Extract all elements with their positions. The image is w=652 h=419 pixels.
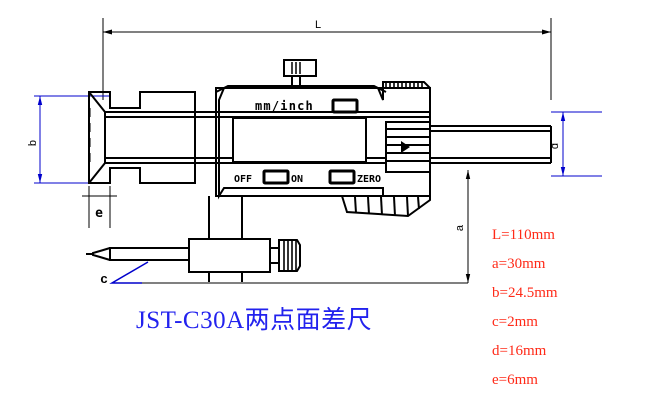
legend-item-a: a=30mm xyxy=(492,256,546,272)
legend-item-d: d=16mm xyxy=(492,343,547,359)
bottom-grip xyxy=(340,195,431,218)
product-title: JST-C30A两点面差尺 xyxy=(136,307,373,334)
locking-thumbscrew[interactable] xyxy=(278,239,301,272)
dimension-L: L xyxy=(102,18,552,100)
on-label: ON xyxy=(291,174,303,185)
left-jaw xyxy=(88,91,196,184)
roller-pointer-icon xyxy=(401,141,410,153)
dimension-a: a xyxy=(454,170,471,283)
lcd-screen xyxy=(232,117,367,163)
zero-label: ZERO xyxy=(357,174,381,185)
dimension-e: e xyxy=(82,186,117,228)
dimension-b: b xyxy=(27,95,110,184)
legend-item-c: c=2mm xyxy=(492,314,538,330)
zero-reset-button[interactable] xyxy=(328,169,356,185)
dimension-label-L: L xyxy=(315,19,321,31)
dimension-c: c xyxy=(100,261,149,286)
unit-label: mm/inch xyxy=(255,99,314,113)
thumb-roller[interactable] xyxy=(385,121,431,173)
legend-item-L: L=110mm xyxy=(492,227,555,243)
power-switch-button[interactable] xyxy=(262,169,290,185)
knurled-top-edge xyxy=(382,81,431,89)
dimension-d: d xyxy=(549,111,602,177)
dimension-label-d: d xyxy=(549,143,561,149)
probe-carrier-block xyxy=(188,238,301,273)
unit-toggle-button[interactable] xyxy=(331,98,359,114)
legend-item-e: e=6mm xyxy=(492,372,538,388)
dimension-label-c: c xyxy=(100,271,107,286)
legend-item-b: b=24.5mm xyxy=(492,285,558,301)
off-label: OFF xyxy=(234,174,252,185)
dimension-legend: L=110mm a=30mm b=24.5mm c=2mm d=16mm e=6… xyxy=(492,228,648,402)
dimension-label-e: e xyxy=(95,206,103,221)
dimension-label-b: b xyxy=(27,140,39,146)
top-adjust-knob[interactable] xyxy=(283,59,317,89)
probe-shaft xyxy=(86,247,190,261)
dimension-label-a: a xyxy=(454,224,466,231)
